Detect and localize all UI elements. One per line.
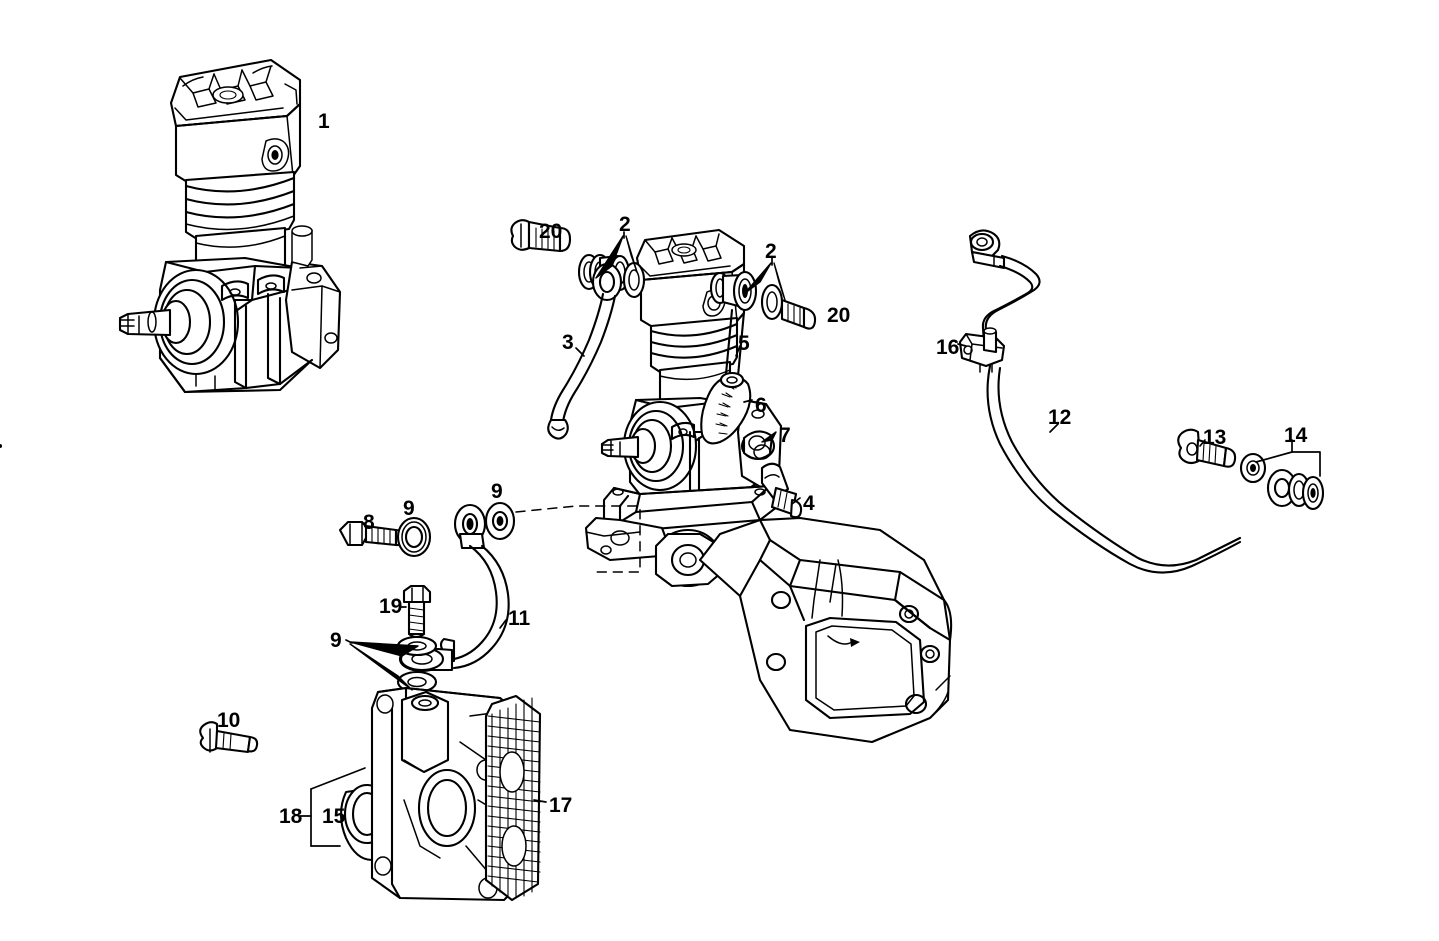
callout-20a: 20 <box>539 220 563 243</box>
compressor-center-illustration <box>0 228 953 744</box>
connector-part-7-illustration <box>740 430 776 461</box>
callout-15: 15 <box>322 805 346 828</box>
callout-20b: 20 <box>827 304 851 327</box>
sealing-ring-9a-illustration <box>396 516 432 558</box>
gasket-part-6 <box>700 375 752 445</box>
oil-return-line-part-12-illustration <box>958 229 1325 574</box>
hollow-screw-part-4-illustration <box>760 462 803 519</box>
callout-8: 8 <box>363 511 375 534</box>
hollow-bolt-part-13-illustration <box>1177 428 1237 468</box>
callout-11: 11 <box>508 607 531 630</box>
callout-6: 6 <box>755 394 767 417</box>
flange-cover-gasket-illustration <box>370 686 542 902</box>
callout-7: 7 <box>779 424 791 447</box>
callout-12: 12 <box>1048 406 1072 429</box>
callout-3: 3 <box>562 331 574 354</box>
callout-19: 19 <box>379 595 403 618</box>
hex-bolt-part-10-illustration <box>199 721 259 754</box>
callout-17: 17 <box>549 794 573 817</box>
callout-2b: 2 <box>765 240 777 263</box>
callout-9c: 9 <box>330 629 342 652</box>
callout-14: 14 <box>1284 424 1308 447</box>
callout-13: 13 <box>1203 426 1227 449</box>
callout-18: 18 <box>279 805 303 828</box>
coolant-line-part-3-illustration <box>547 292 617 440</box>
callout-5: 5 <box>738 332 750 355</box>
hex-screw-part-19-illustration <box>402 584 432 639</box>
callout-16: 16 <box>936 336 960 359</box>
callout-10: 10 <box>217 709 241 732</box>
banjo-bolt-left-illustration <box>510 219 572 253</box>
callout-leader-lines <box>299 231 1321 847</box>
callout-4: 4 <box>803 492 815 515</box>
oil-line-part-11-illustration <box>398 532 510 673</box>
callout-9b: 9 <box>491 480 503 503</box>
hex-bolt-part-8-illustration <box>338 520 406 547</box>
callout-9a: 9 <box>403 497 415 520</box>
oil-pipe-part-5-illustration <box>719 308 746 389</box>
air-compressor-assembly-illustration <box>118 58 342 394</box>
sealing-ring-right-illustration <box>709 270 817 330</box>
callout-1: 1 <box>318 110 330 133</box>
callout-2a: 2 <box>619 213 631 236</box>
